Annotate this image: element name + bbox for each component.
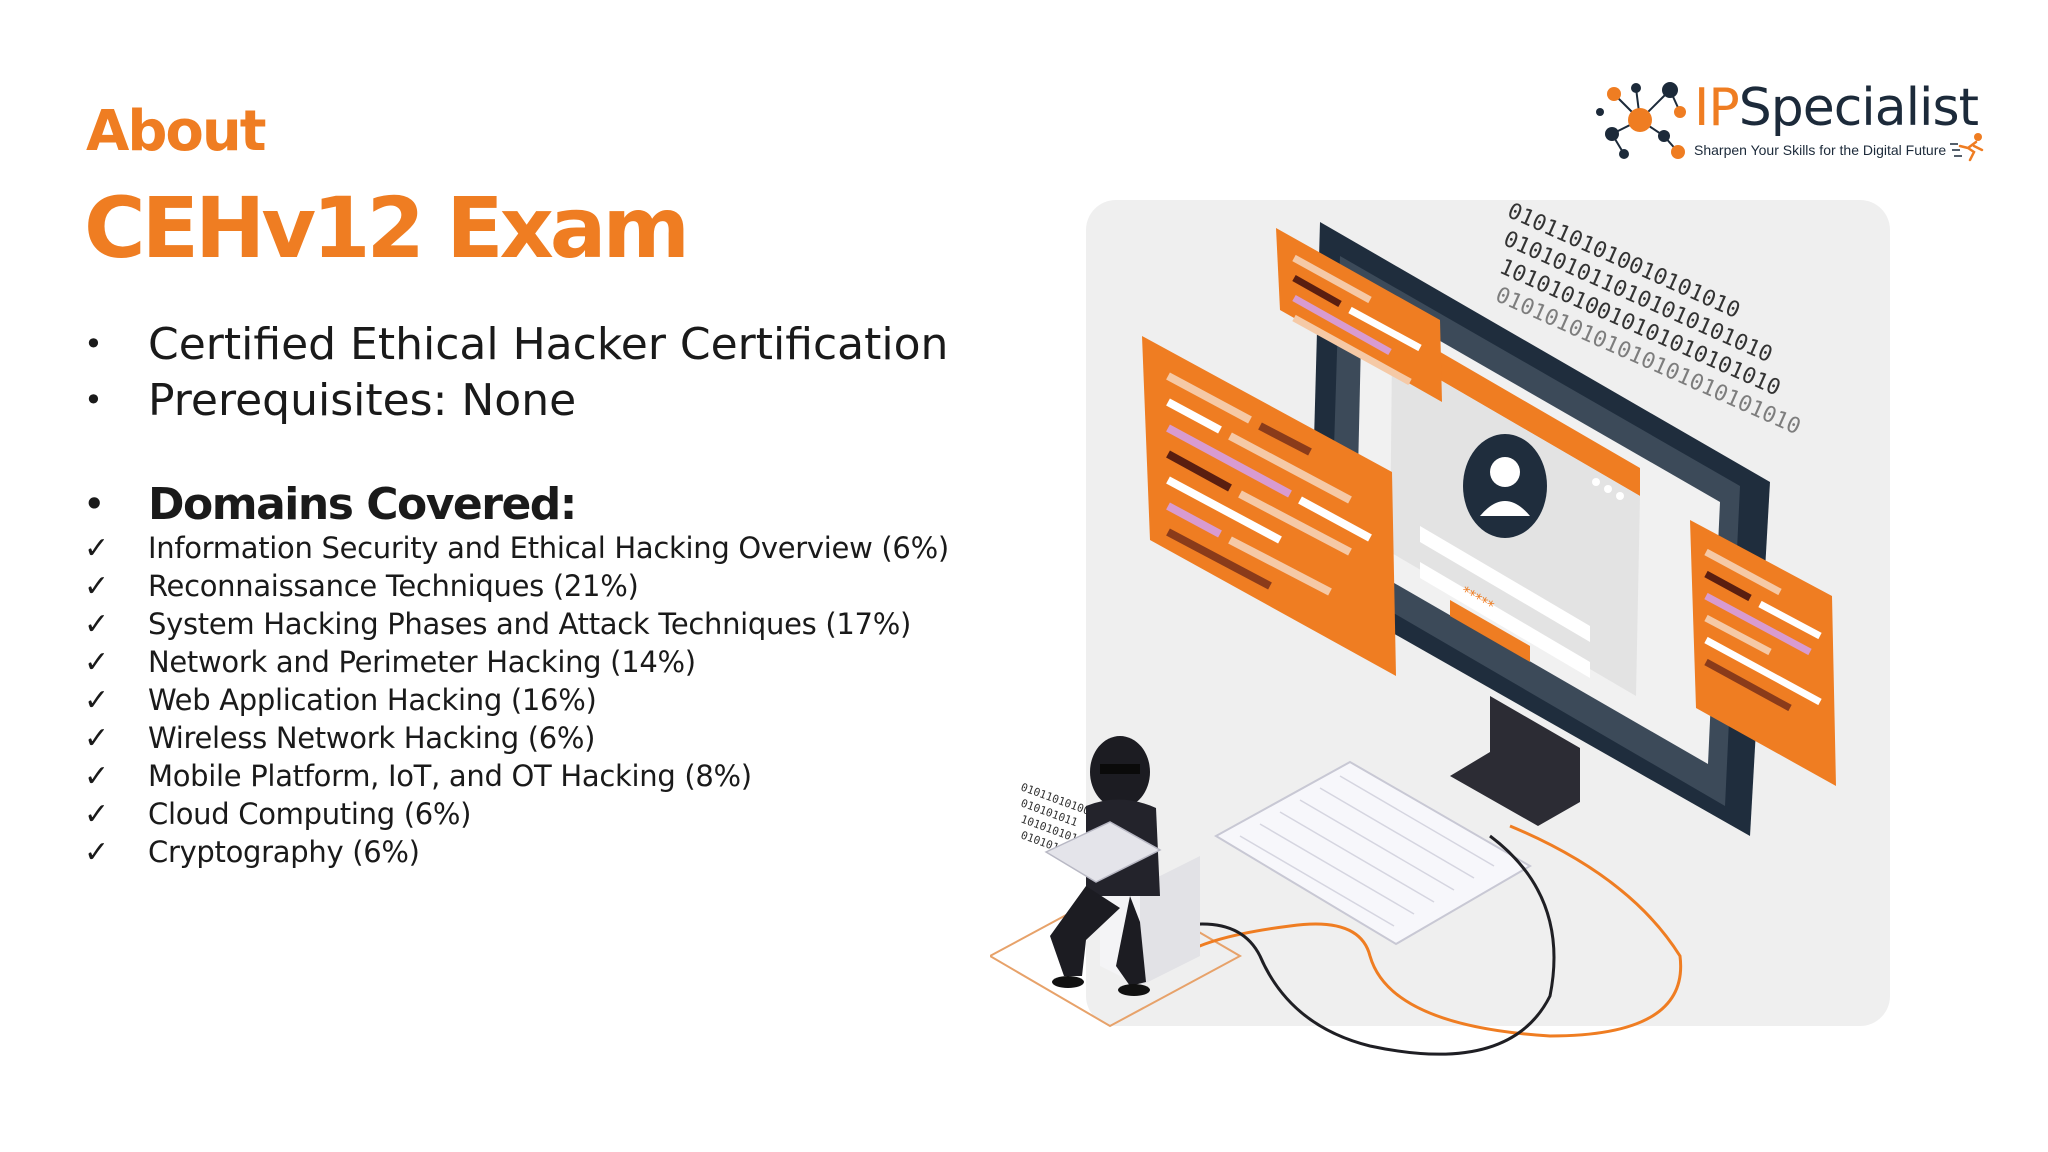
hacker-illustration: ***** — [990, 199, 1890, 1056]
password-field — [1420, 562, 1590, 678]
bullet-text: Prerequisites: None — [148, 374, 577, 426]
black-cable — [1179, 834, 1556, 1056]
checkmark-icon: ✓ — [84, 606, 109, 642]
domain-item: ✓ Information Security and Ethical Hackin… — [80, 529, 980, 567]
domain-text: Cryptography (6%) — [148, 835, 420, 869]
domain-item: ✓ Wireless Network Hacking (6%) — [80, 719, 980, 757]
hacker-figure-icon — [1050, 736, 1160, 996]
domain-item: ✓ Cryptography (6%) — [80, 833, 980, 871]
logo-tagline: Sharpen Your Skills for the Digital Futu… — [1694, 142, 1947, 158]
bullet-item: • Certified Ethical Hacker Certification — [80, 316, 980, 372]
domain-item: ✓ Network and Perimeter Hacking (14%) — [80, 643, 980, 681]
domain-list: ✓ Information Security and Ethical Hackin… — [80, 529, 980, 871]
checkmark-icon: ✓ — [84, 568, 109, 604]
domain-item: ✓ System Hacking Phases and Attack Techni… — [80, 605, 980, 643]
login-window-bar — [1392, 324, 1640, 496]
code-lines-left — [1166, 372, 1372, 596]
domain-text: Wireless Network Hacking (6%) — [148, 721, 596, 755]
heading-exam-title: CEHv12 Exam — [84, 179, 690, 277]
checkmark-icon: ✓ — [84, 796, 109, 832]
bullet-list: • Certified Ethical Hacker Certification… — [80, 316, 980, 532]
ipspecialist-logo: IPSpecialist Sharpen Your Skills for the… — [1594, 76, 1994, 166]
domain-text: Web Application Hacking (16%) — [148, 683, 597, 717]
login-button — [1450, 600, 1530, 662]
code-lines-top — [1292, 254, 1422, 386]
checkmark-icon: ✓ — [84, 834, 109, 870]
username-field — [1420, 526, 1590, 642]
bullet-dot-icon: • — [84, 381, 103, 419]
logo-wordmark: IPSpecialist — [1694, 82, 1979, 134]
heading-about: About — [86, 99, 267, 164]
orange-cable — [1179, 824, 1683, 1038]
keyboard-keys — [1239, 775, 1495, 927]
checkmark-icon: ✓ — [84, 682, 109, 718]
logo-wordmark-suffix: Specialist — [1738, 78, 1979, 138]
domain-item: ✓ Reconnaissance Techniques (21%) — [80, 567, 980, 605]
molecule-logo-icon — [1596, 82, 1686, 159]
domain-text: Information Security and Ethical Hacking… — [148, 531, 949, 565]
domain-item: ✓ Cloud Computing (6%) — [80, 795, 980, 833]
keyboard — [1213, 760, 1532, 946]
bullet-item: • Prerequisites: None — [80, 372, 980, 428]
domain-text: Cloud Computing (6%) — [148, 797, 472, 831]
domains-heading-text: Domains Covered: — [148, 478, 577, 530]
laptop — [1044, 821, 1162, 883]
checkmark-icon: ✓ — [84, 720, 109, 756]
checkmark-icon: ✓ — [84, 530, 109, 566]
runner-icon — [1950, 133, 1984, 162]
domain-item: ✓ Mobile Platform, IoT, and OT Hacking (8… — [80, 757, 980, 795]
checkmark-icon: ✓ — [84, 758, 109, 794]
logo-wordmark-prefix: IP — [1694, 78, 1740, 138]
domain-text: Network and Perimeter Hacking (14%) — [148, 645, 696, 679]
domain-text: System Hacking Phases and Attack Techniq… — [148, 607, 911, 641]
monitor-stand — [1450, 696, 1580, 826]
domain-text: Mobile Platform, IoT, and OT Hacking (8%… — [148, 759, 752, 793]
bullet-dot-icon: • — [84, 485, 104, 523]
code-lines-right — [1704, 548, 1822, 712]
bullet-dot-icon: • — [84, 325, 103, 363]
bullet-text: Certified Ethical Hacker Certification — [148, 318, 949, 370]
domain-item: ✓ Web Application Hacking (16%) — [80, 681, 980, 719]
checkmark-icon: ✓ — [84, 644, 109, 680]
domains-heading: • Domains Covered: — [80, 476, 980, 532]
domain-text: Reconnaissance Techniques (21%) — [148, 569, 639, 603]
